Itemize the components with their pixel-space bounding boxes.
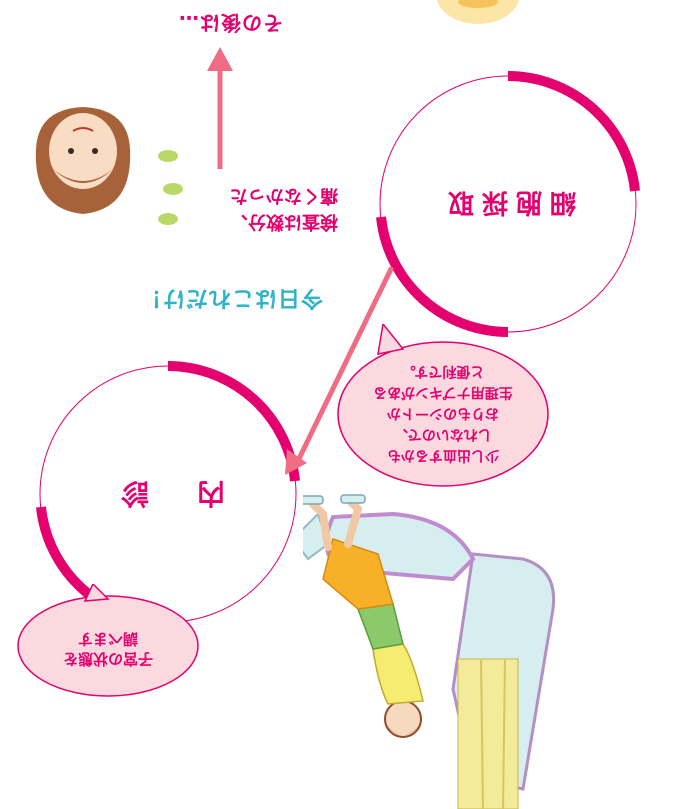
next-step-illustration bbox=[436, 0, 520, 24]
exam-duration-note: 検査は数分、 痛くなかった bbox=[230, 185, 338, 232]
woman-face-illustration bbox=[35, 107, 131, 214]
exam-chair-illustration bbox=[303, 494, 556, 809]
after-note: その後は… bbox=[178, 11, 283, 35]
saibou-title: 細胞採取 bbox=[440, 187, 577, 217]
arrow-to-after bbox=[207, 47, 233, 169]
naishin-speech-bubble bbox=[17, 584, 199, 697]
today-only-note: 今日はこれだけ！ bbox=[138, 285, 323, 310]
sparkle-marks bbox=[158, 150, 183, 225]
arrow-naishin-to-saibou bbox=[285, 266, 394, 475]
naishin-title: 内 診 bbox=[111, 477, 226, 510]
saibou-speech-bubble bbox=[337, 324, 549, 487]
saibou-ring bbox=[376, 71, 640, 337]
naishin-bubble-text: 子宮の状態を 調べます bbox=[63, 630, 154, 668]
step-saibou-circle: 細胞採取 bbox=[373, 69, 643, 339]
